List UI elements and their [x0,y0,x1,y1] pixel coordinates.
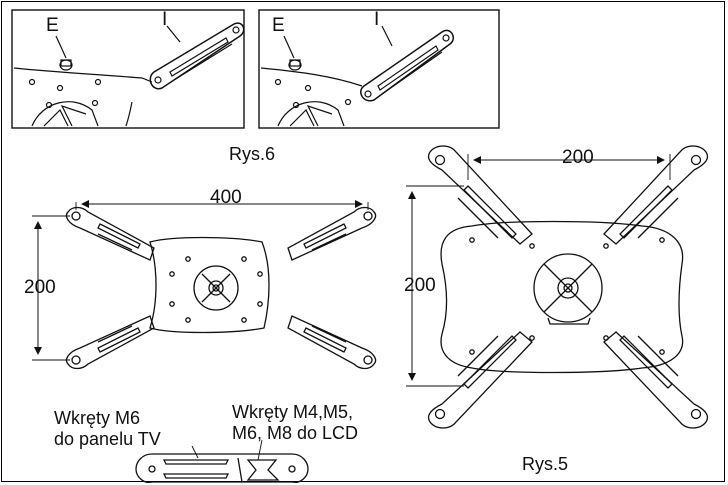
screws-tv-panel-note: Wkręty M6 do panelu TV [54,408,161,450]
rys5-width-dimension: 200 [562,147,594,168]
figure6-left-label-i: I [162,9,168,30]
screws-lcd-line2: M6, M8 do LCD [232,423,359,443]
screws-tv-panel-line1: Wkręty M6 [54,408,141,428]
rys5-height-dimension: 200 [404,275,436,296]
plate-200x200 [406,145,709,429]
figure5-caption: Rys.5 [522,454,569,474]
figure6-panel-right [258,9,500,129]
left-height-dimension: 200 [24,277,56,298]
screws-lcd-note: Wkręty M4,M5, M6, M8 do LCD [232,402,358,444]
screws-lcd-line1: Wkręty M4,M5, [232,402,354,422]
figure6-right-label-e: E [272,15,285,36]
figure6-panel-left [11,9,245,129]
screws-tv-panel-line2: do panelu TV [54,429,161,449]
screw-strip [135,439,309,483]
figure6-caption: Rys.6 [229,144,276,164]
left-width-dimension: 400 [210,187,242,208]
figure6-left-label-e: E [46,15,59,36]
plate-400x200 [32,200,377,370]
figure6-right-label-i: I [374,9,380,30]
